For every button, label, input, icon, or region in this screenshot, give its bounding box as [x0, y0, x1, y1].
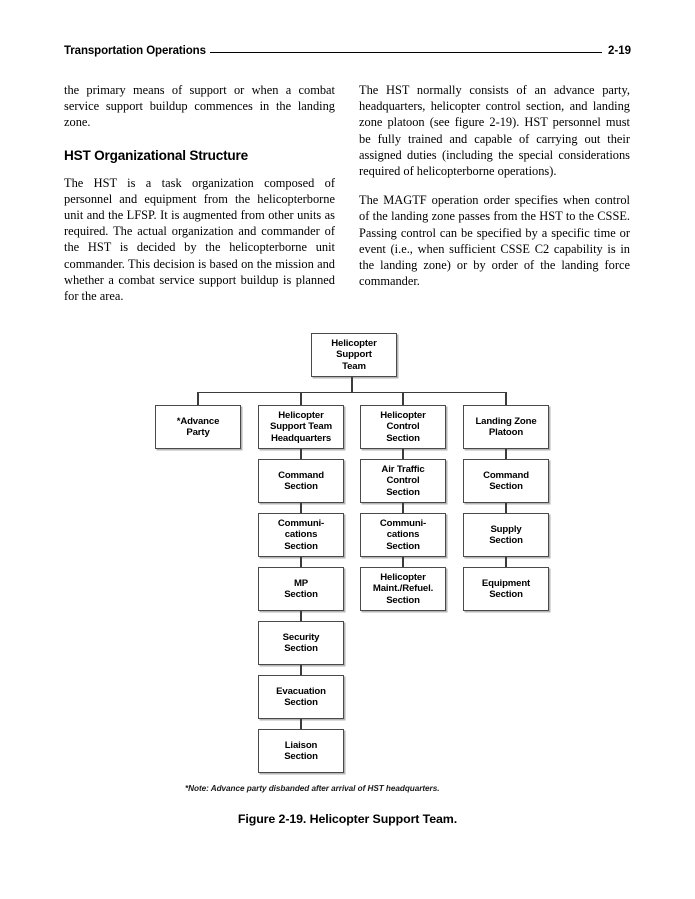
header-rule: [209, 51, 602, 53]
connector-col2-3: [300, 557, 302, 567]
connector-col3-2: [402, 503, 404, 513]
left-paragraph-2: The HST is a task organization composed …: [64, 175, 335, 304]
org-node-label: Security Section: [282, 631, 320, 654]
org-node-label: *Advance Party: [176, 415, 220, 438]
left-text-column: the primary means of support or when a c…: [64, 82, 335, 317]
org-node-label: Helicopter Control Section: [380, 409, 426, 444]
right-paragraph-1: The HST normally consists of an advance …: [359, 83, 630, 179]
org-node-label: Equipment Section: [481, 577, 531, 600]
org-node-hq-mp-section[interactable]: MP Section: [258, 567, 344, 611]
connector-drop-col4: [505, 392, 507, 405]
chart-footnote: *Note: Advance party disbanded after arr…: [185, 784, 440, 793]
connector-drop-col1: [197, 392, 199, 405]
org-node-label: Communi- cations Section: [277, 517, 325, 552]
connector-horizontal-bus: [198, 392, 507, 394]
org-node-hst-headquarters[interactable]: Helicopter Support Team Headquarters: [258, 405, 344, 449]
org-node-helicopter-maint-refuel-section[interactable]: Helicopter Maint./Refuel. Section: [360, 567, 446, 611]
org-node-label: Landing Zone Platoon: [475, 415, 537, 438]
org-node-hq-evacuation-section[interactable]: Evacuation Section: [258, 675, 344, 719]
org-node-lzp-command-section[interactable]: Command Section: [463, 459, 549, 503]
connector-col2-6: [300, 719, 302, 729]
org-node-label: Air Traffic Control Section: [381, 463, 425, 498]
org-node-label: Evacuation Section: [276, 685, 326, 708]
org-node-lzp-supply-section[interactable]: Supply Section: [463, 513, 549, 557]
org-node-label: Helicopter Support Team: [331, 337, 377, 372]
org-node-label: Communi- cations Section: [379, 517, 427, 552]
connector-col2-1: [300, 449, 302, 459]
body-columns: the primary means of support or when a c…: [64, 82, 631, 317]
org-node-air-traffic-control-section[interactable]: Air Traffic Control Section: [360, 459, 446, 503]
connector-col3-1: [402, 449, 404, 459]
org-node-hq-liaison-section[interactable]: Liaison Section: [258, 729, 344, 773]
left-paragraph-1: the primary means of support or when a c…: [64, 83, 335, 130]
org-node-hq-communications-section[interactable]: Communi- cations Section: [258, 513, 344, 557]
right-paragraph-2: The MAGTF operation order specifies when…: [359, 193, 630, 289]
org-node-label: Helicopter Support Team Headquarters: [270, 409, 332, 444]
connector-col2-5: [300, 665, 302, 675]
connector-drop-col2: [300, 392, 302, 405]
org-node-landing-zone-platoon[interactable]: Landing Zone Platoon: [463, 405, 549, 449]
header-title: Transportation Operations: [64, 45, 206, 57]
connector-col4-3: [505, 557, 507, 567]
org-node-label: Liaison Section: [284, 739, 318, 762]
org-node-helicopter-support-team[interactable]: Helicopter Support Team: [311, 333, 397, 377]
connector-root-stem: [351, 377, 353, 392]
figure-caption: Figure 2-19. Helicopter Support Team.: [237, 812, 458, 826]
right-text-column: The HST normally consists of an advance …: [359, 82, 630, 317]
connector-drop-col3: [402, 392, 404, 405]
org-node-helicopter-control-section[interactable]: Helicopter Control Section: [360, 405, 446, 449]
org-node-label: Command Section: [278, 469, 324, 492]
connector-col3-3: [402, 557, 404, 567]
org-node-label: Supply Section: [489, 523, 523, 546]
section-heading: HST Organizational Structure: [64, 147, 248, 163]
org-node-label: Command Section: [483, 469, 529, 492]
org-node-hq-security-section[interactable]: Security Section: [258, 621, 344, 665]
org-node-lzp-equipment-section[interactable]: Equipment Section: [463, 567, 549, 611]
org-node-hq-command-section[interactable]: Command Section: [258, 459, 344, 503]
header-page-number: 2-19: [607, 45, 631, 57]
org-node-hcs-communications-section[interactable]: Communi- cations Section: [360, 513, 446, 557]
org-node-label: Helicopter Maint./Refuel. Section: [372, 571, 434, 606]
connector-col4-1: [505, 449, 507, 459]
connector-col2-4: [300, 611, 302, 621]
page-header: Transportation Operations 2-19: [64, 40, 631, 62]
org-node-advance-party[interactable]: *Advance Party: [155, 405, 241, 449]
connector-col2-2: [300, 503, 302, 513]
connector-col4-2: [505, 503, 507, 513]
org-node-label: MP Section: [284, 577, 318, 600]
